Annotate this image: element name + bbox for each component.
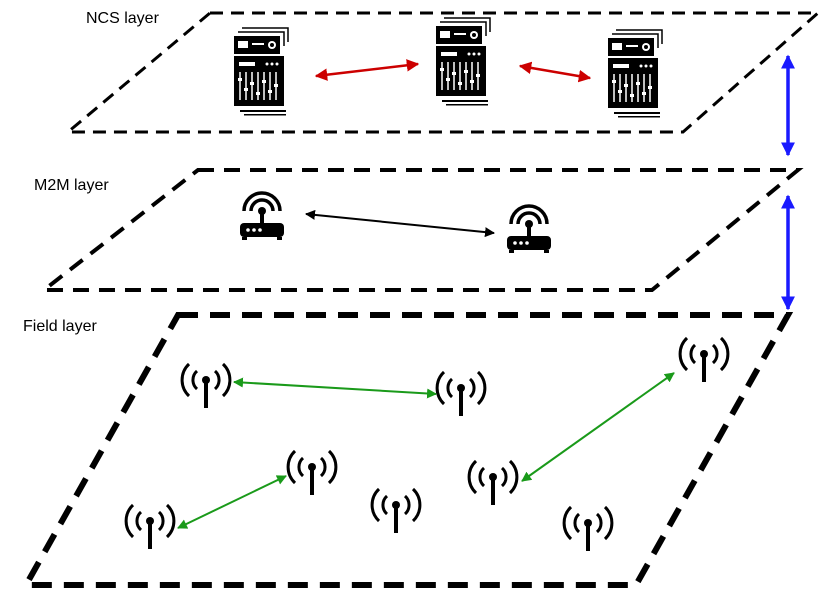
antenna-icon [678,336,730,384]
ncs-link [314,59,420,81]
server-icon [233,27,289,117]
router-icon [505,204,553,255]
ncs-layer-plane [63,11,822,134]
field-layer-plane [20,312,794,588]
antenna-icon [562,505,614,553]
antenna-icon [435,370,487,418]
field-link [233,377,437,399]
antenna-icon [467,459,519,507]
ncs-layer-label: NCS layer [86,10,159,27]
antenna-icon [124,503,176,551]
antenna-icon [286,449,338,497]
ncs-link [518,61,592,83]
m2m-layer-label: M2M layer [34,177,109,194]
antenna-icon [370,487,422,535]
antenna-icon [180,362,232,410]
router-icon [238,191,286,242]
server-icon [435,17,491,107]
field-link [177,475,287,529]
m2m-link [305,209,495,238]
field-link [521,372,675,482]
field-layer-label: Field layer [23,318,97,335]
server-icon [607,29,663,119]
m2m-layer-plane [38,168,804,292]
